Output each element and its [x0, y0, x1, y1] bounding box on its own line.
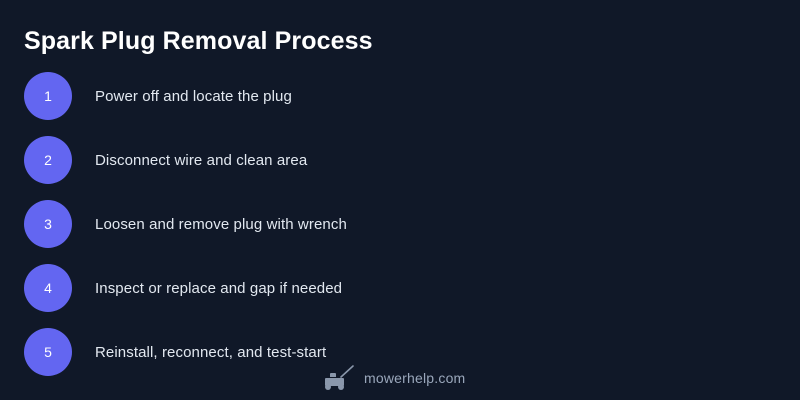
step-number: 4 [44, 280, 52, 296]
step-badge: 5 [24, 328, 72, 376]
step-badge: 2 [24, 136, 72, 184]
watermark-text: mowerhelp.com [364, 370, 466, 386]
step-number: 2 [44, 152, 52, 168]
step-number: 3 [44, 216, 52, 232]
step-label: Reinstall, reconnect, and test-start [95, 343, 327, 361]
lawn-mower-icon [325, 365, 354, 390]
list-item: 2 Disconnect wire and clean area [0, 136, 800, 184]
step-badge: 1 [24, 72, 72, 120]
step-label: Disconnect wire and clean area [95, 151, 308, 169]
page-title: Spark Plug Removal Process [24, 27, 373, 55]
steps-list: 1 Power off and locate the plug 2 Discon… [0, 72, 800, 392]
list-item: 1 Power off and locate the plug [0, 72, 800, 120]
step-number: 5 [44, 344, 52, 360]
step-label: Loosen and remove plug with wrench [95, 215, 347, 233]
step-label: Power off and locate the plug [95, 87, 292, 105]
list-item: 3 Loosen and remove plug with wrench [0, 200, 800, 248]
step-number: 1 [44, 88, 52, 104]
list-item: 4 Inspect or replace and gap if needed [0, 264, 800, 312]
step-badge: 4 [24, 264, 72, 312]
watermark: mowerhelp.com [322, 364, 465, 392]
step-badge: 3 [24, 200, 72, 248]
step-label: Inspect or replace and gap if needed [95, 279, 343, 297]
list-item: 5 Reinstall, reconnect, and test-start [0, 328, 800, 376]
